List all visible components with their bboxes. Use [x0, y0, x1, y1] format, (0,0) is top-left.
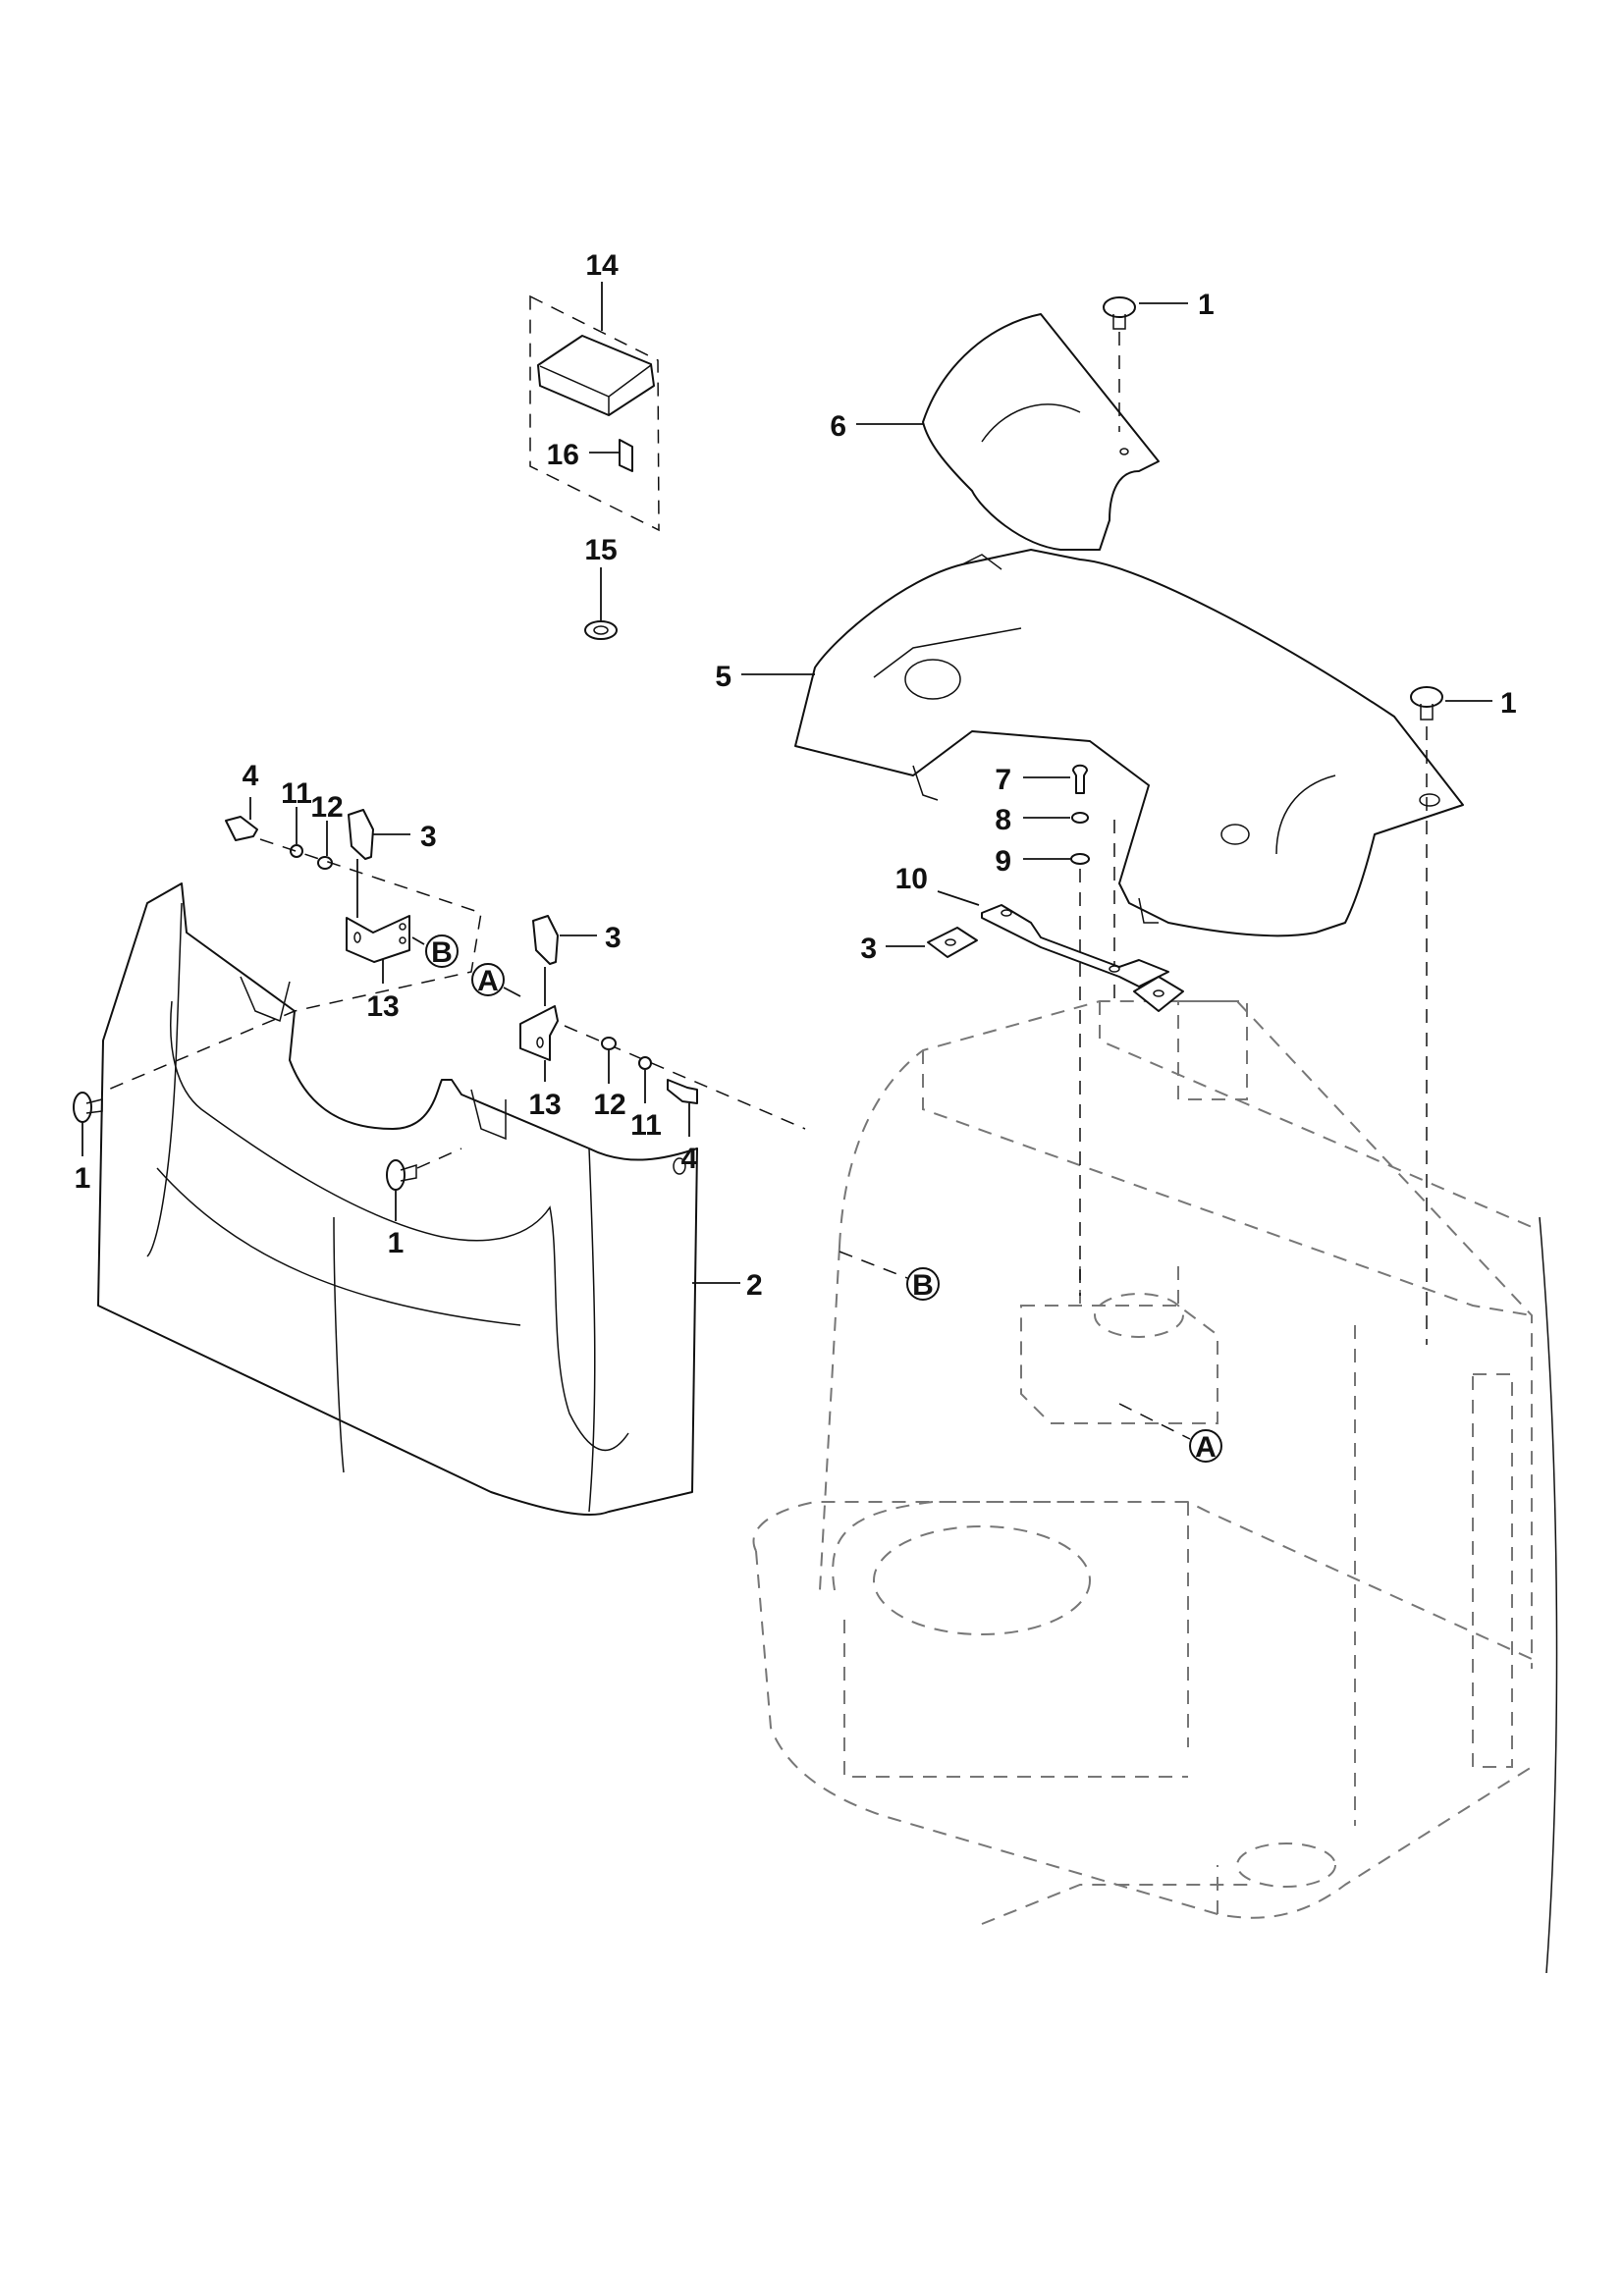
- support-bracket[interactable]: [981, 904, 1169, 988]
- callout-1-left: 1: [75, 1162, 91, 1195]
- callout-6: 6: [830, 410, 846, 443]
- callout-11-upper: 11: [281, 777, 312, 810]
- callout-2: 2: [746, 1269, 763, 1302]
- callout-3-upper: 3: [420, 821, 437, 853]
- callout-16: 16: [547, 439, 579, 471]
- callout-8: 8: [995, 804, 1011, 836]
- top-cover[interactable]: [794, 549, 1464, 937]
- callout-1-top: 1: [1198, 289, 1215, 321]
- callout-15: 15: [584, 534, 617, 566]
- angle-bracket-lower[interactable]: [519, 1005, 806, 1130]
- ref-marker-a-left: A: [471, 963, 521, 997]
- rivet-left[interactable]: [73, 1092, 103, 1123]
- angle-bracket-upper[interactable]: [346, 915, 410, 963]
- rivet-top[interactable]: [1103, 296, 1136, 432]
- rivet-middle[interactable]: [386, 1148, 462, 1191]
- callout-1-middle: 1: [388, 1227, 405, 1259]
- svg-text:A: A: [477, 965, 499, 997]
- spring-clip-lower-left[interactable]: [927, 927, 978, 958]
- front-cover-panel[interactable]: [97, 882, 698, 1517]
- spring-clip-lower-right[interactable]: [1133, 976, 1184, 1012]
- svg-text:B: B: [912, 1269, 934, 1302]
- callout-1-right: 1: [1500, 687, 1517, 720]
- callout-9: 9: [995, 845, 1011, 878]
- callout-3-lower: 3: [860, 933, 877, 965]
- callout-12-lower: 12: [593, 1089, 625, 1121]
- callout-13-lower: 13: [528, 1089, 561, 1121]
- ref-marker-b-right: B: [839, 1251, 940, 1302]
- callout-4-lower: 4: [681, 1143, 698, 1175]
- callout-3-middle: 3: [605, 922, 622, 954]
- steering-column-cover[interactable]: [922, 313, 1160, 551]
- rivet-right[interactable]: [1410, 686, 1443, 1345]
- callout-14: 14: [585, 249, 619, 282]
- callouts: 14 16 15 1 6 5 1 7 8 9 10 3 4: [75, 249, 1517, 1302]
- callout-11-lower: 11: [630, 1109, 662, 1142]
- spring-clip-upper[interactable]: [348, 809, 374, 918]
- bolt-lower-right[interactable]: [601, 1037, 698, 1104]
- callout-7: 7: [995, 764, 1011, 796]
- svg-text:A: A: [1195, 1431, 1217, 1464]
- chassis-frame: [752, 1000, 1558, 1974]
- ref-marker-b-left: B: [411, 934, 459, 969]
- callout-12-upper: 12: [310, 791, 343, 824]
- bolt-upper-left[interactable]: [107, 816, 482, 1091]
- ref-marker-a-right: A: [1118, 1403, 1222, 1464]
- screw-stack[interactable]: [1070, 764, 1115, 1296]
- callout-13-upper: 13: [366, 990, 399, 1023]
- spring-clip-middle[interactable]: [532, 915, 559, 1006]
- callout-10: 10: [895, 863, 928, 895]
- callout-4-upper: 4: [243, 760, 259, 792]
- foam-kit-group: [529, 294, 660, 640]
- svg-text:B: B: [431, 936, 453, 969]
- callout-5: 5: [715, 661, 731, 693]
